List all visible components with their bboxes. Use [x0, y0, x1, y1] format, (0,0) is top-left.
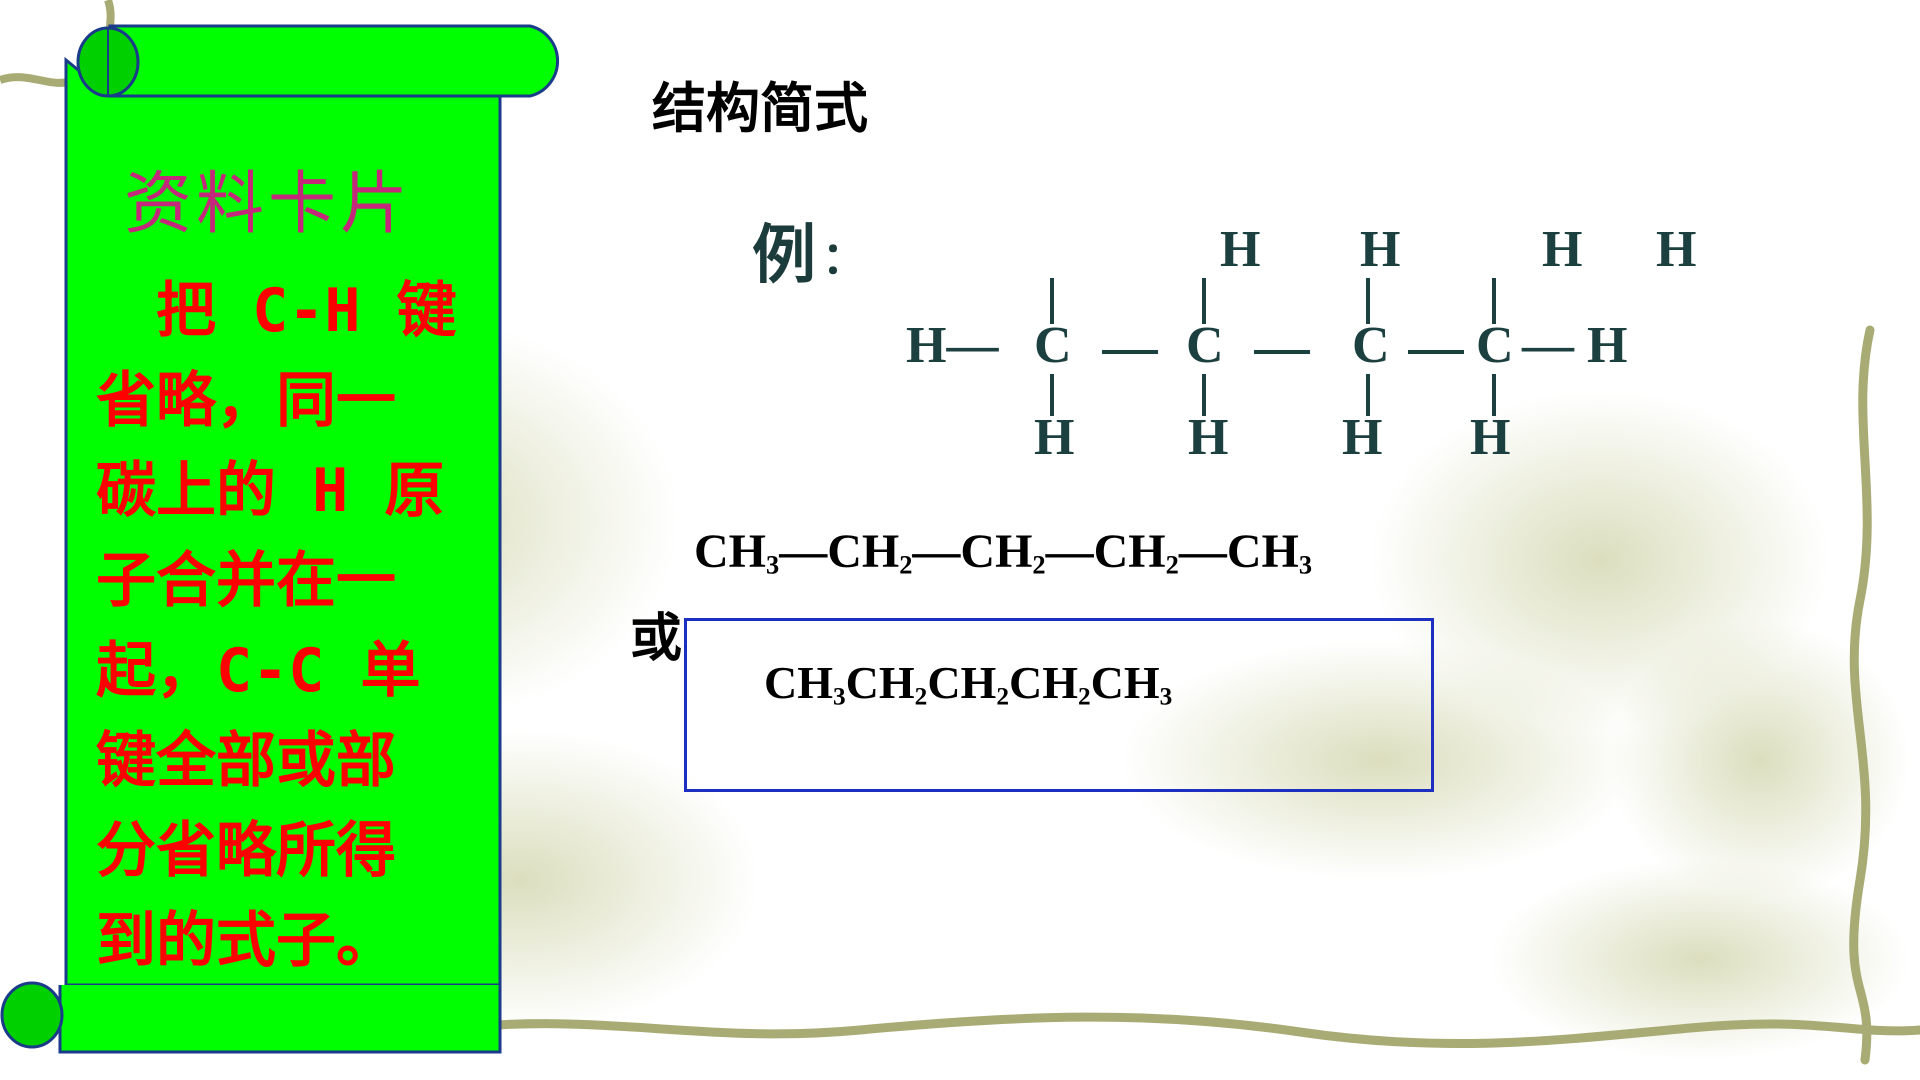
group-ch2: CH2 [1008, 657, 1091, 711]
group-ch2: CH2 [960, 525, 1046, 580]
flower-shadow [1120, 640, 1640, 880]
hydrogen-atom: H [1470, 409, 1511, 466]
single-bond [1366, 278, 1370, 324]
hydrogen-atom: H [1342, 409, 1383, 466]
single-bond [1050, 278, 1054, 324]
card-text-line: 碳上的 H 原 [96, 456, 445, 526]
hydrogen-atom: — H [1522, 317, 1628, 374]
group-ch2: CH2 [927, 657, 1009, 711]
card-text-line: 把 C-H 键 [96, 276, 457, 346]
group-ch2: CH2 [845, 657, 928, 711]
single-bond [1254, 350, 1310, 354]
or-label: 或 [630, 609, 683, 669]
bond-dash: — [1178, 525, 1227, 578]
card-title: 资料卡片 [123, 165, 412, 244]
vine-border-bottom [435, 1012, 1920, 1049]
flower-shadow [1610, 620, 1910, 900]
single-bond [1102, 350, 1158, 354]
hydrogen-atom: H [1360, 221, 1401, 278]
single-bond [1408, 350, 1464, 354]
single-bond [1202, 374, 1206, 416]
bond-dash: — [779, 525, 828, 578]
hydrogen-atom: H [1188, 409, 1229, 466]
hydrogen-atom: H— [906, 317, 999, 374]
flower-shadow [1490, 860, 1910, 1060]
card-text-line: 到的式子。 [96, 906, 396, 976]
single-bond [1050, 374, 1054, 416]
answer-box [684, 618, 1434, 792]
card-text-line: 省略，同一 [96, 366, 396, 436]
vine-border-right [1849, 325, 1875, 1065]
single-bond [1492, 278, 1496, 324]
carbon-atom: C [1352, 317, 1390, 374]
group-ch3: CH3 [764, 657, 846, 711]
bond-dash: — [912, 525, 961, 578]
card-text-line: 子合并在一 [96, 546, 396, 616]
single-bond [1202, 278, 1206, 324]
example-colon: ： [822, 233, 866, 284]
group-ch3: CH3 [1090, 657, 1173, 711]
group-ch3: CH3 [1226, 525, 1313, 580]
condensed-formula-compact: CH3CH2CH2CH2CH3 [764, 660, 1172, 710]
group-ch3: CH3 [694, 525, 780, 580]
group-ch2: CH2 [827, 525, 913, 580]
hydrogen-atom: H [1034, 409, 1075, 466]
carbon-atom: C [1186, 317, 1224, 374]
card-text-line: 起，C-C 单 [96, 636, 421, 706]
carbon-atom: C [1034, 317, 1072, 374]
single-bond [1492, 374, 1496, 416]
single-bond [1366, 374, 1370, 416]
hydrogen-atom: H [1220, 221, 1261, 278]
carbon-atom: C [1476, 317, 1514, 374]
bond-dash: — [1045, 525, 1094, 578]
example-label: 例 [752, 218, 816, 293]
card-text: 把 C-H 键 省略，同一 碳上的 H 原 子合并在一 起，C-C 单 键全部或… [96, 266, 457, 986]
hydrogen-atom: H [1656, 221, 1697, 278]
card-text-line: 键全部或部 [96, 726, 396, 796]
hydrogen-atom: H [1542, 221, 1583, 278]
card-text-line: 分省略所得 [96, 816, 396, 886]
slide-title: 结构简式 [652, 77, 868, 140]
group-ch2: CH2 [1093, 525, 1179, 580]
condensed-formula-with-bonds: CH3—CH2—CH2—CH2—CH3 [694, 528, 1312, 578]
